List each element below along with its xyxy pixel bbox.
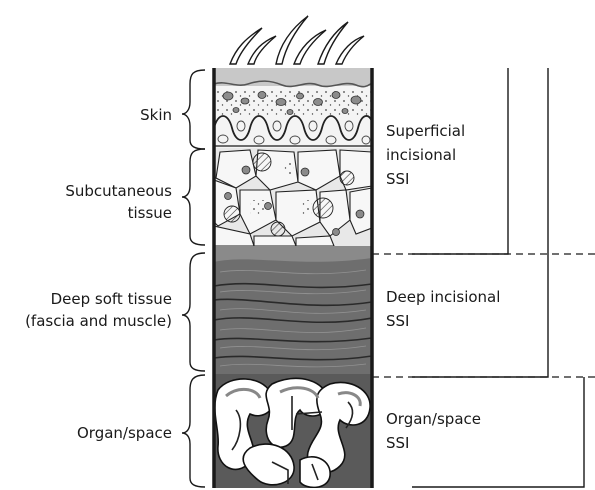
label-skin: Skin xyxy=(140,106,172,124)
brace-skin xyxy=(182,70,205,149)
label-deep-soft-tissue-line1: Deep soft tissue xyxy=(51,290,172,308)
label-organ-space-ssi-line2: SSI xyxy=(386,434,409,452)
label-deep-incisional-line1: Deep incisional xyxy=(386,288,500,306)
organ-space-layer xyxy=(214,374,372,488)
label-superficial-line2: incisional xyxy=(386,146,456,164)
layer-braces xyxy=(182,70,205,487)
label-superficial-line1: Superficial xyxy=(386,122,465,140)
label-deep-incisional-line2: SSI xyxy=(386,312,409,330)
brace-deep-soft-tissue xyxy=(182,253,205,371)
brace-subcutaneous xyxy=(182,149,205,245)
label-organ-space: Organ/space xyxy=(77,424,172,442)
label-superficial-line3: SSI xyxy=(386,170,409,188)
label-subcutaneous-line1: Subcutaneous xyxy=(65,182,172,200)
brace-organ-space xyxy=(182,375,205,487)
skin-layer xyxy=(214,68,372,148)
hair-strands xyxy=(230,16,364,64)
bracket-deep xyxy=(412,68,548,377)
deep-soft-tissue-layer xyxy=(214,246,372,374)
label-subcutaneous-line2: tissue xyxy=(128,204,172,222)
bracket-organ xyxy=(412,377,584,487)
subcutaneous-layer xyxy=(214,148,372,246)
label-organ-space-ssi-line1: Organ/space xyxy=(386,410,481,428)
label-deep-soft-tissue-line2: (fascia and muscle) xyxy=(25,312,172,330)
